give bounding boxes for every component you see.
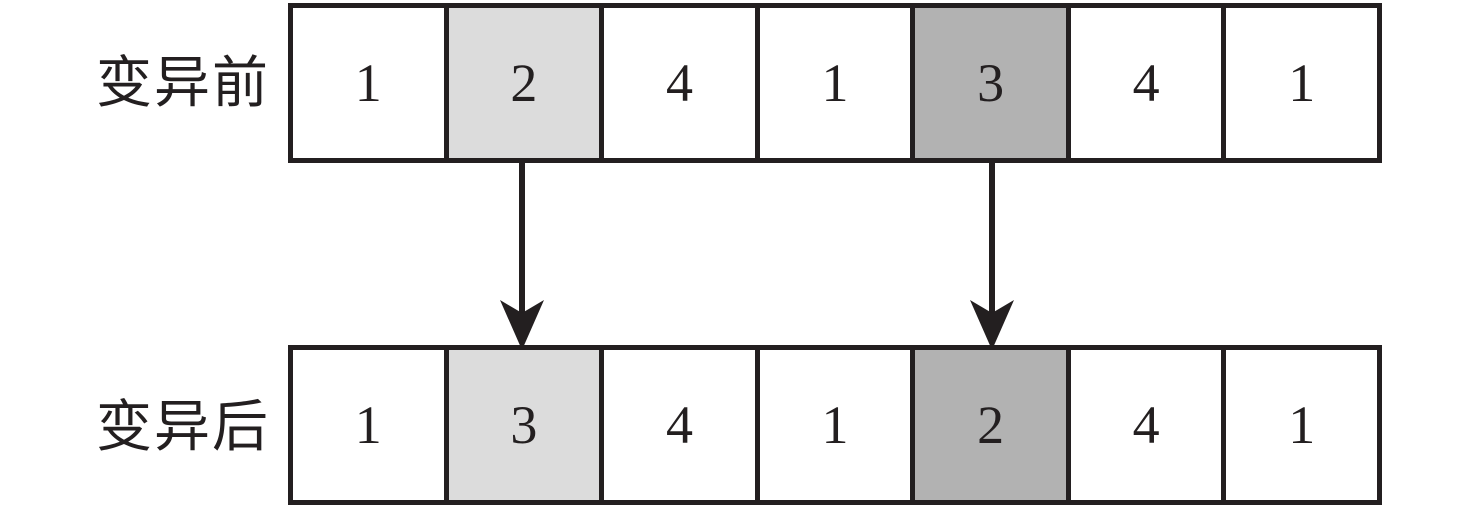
gene-cell-before-7: 1	[1226, 8, 1378, 158]
gene-cell-before-2: 2	[448, 8, 605, 158]
gene-cell-after-2: 3	[448, 350, 605, 500]
gene-cell-before-4: 1	[759, 8, 916, 158]
row-label-before: 变异前	[96, 51, 270, 116]
row-label-after: 变异后	[96, 395, 270, 460]
gene-cell-after-1: 1	[293, 350, 449, 500]
gene-cell-after-5: 2	[915, 350, 1071, 500]
chromosome-row-before: 1 2 4 1 3 4 1	[288, 3, 1382, 163]
mutation-arrow-gene-5-icon	[970, 160, 1014, 350]
chromosome-row-after: 1 3 4 1 2 4 1	[288, 345, 1382, 505]
gene-cell-before-6: 4	[1070, 8, 1227, 158]
gene-cell-after-7: 1	[1226, 350, 1378, 500]
gene-cell-after-6: 4	[1070, 350, 1227, 500]
gene-cell-before-1: 1	[293, 8, 449, 158]
gene-cell-after-3: 4	[604, 350, 760, 500]
gene-cell-before-3: 4	[604, 8, 760, 158]
mutation-arrow-gene-2-icon	[500, 160, 544, 350]
gene-cell-before-5: 3	[915, 8, 1071, 158]
gene-cell-after-4: 1	[759, 350, 916, 500]
